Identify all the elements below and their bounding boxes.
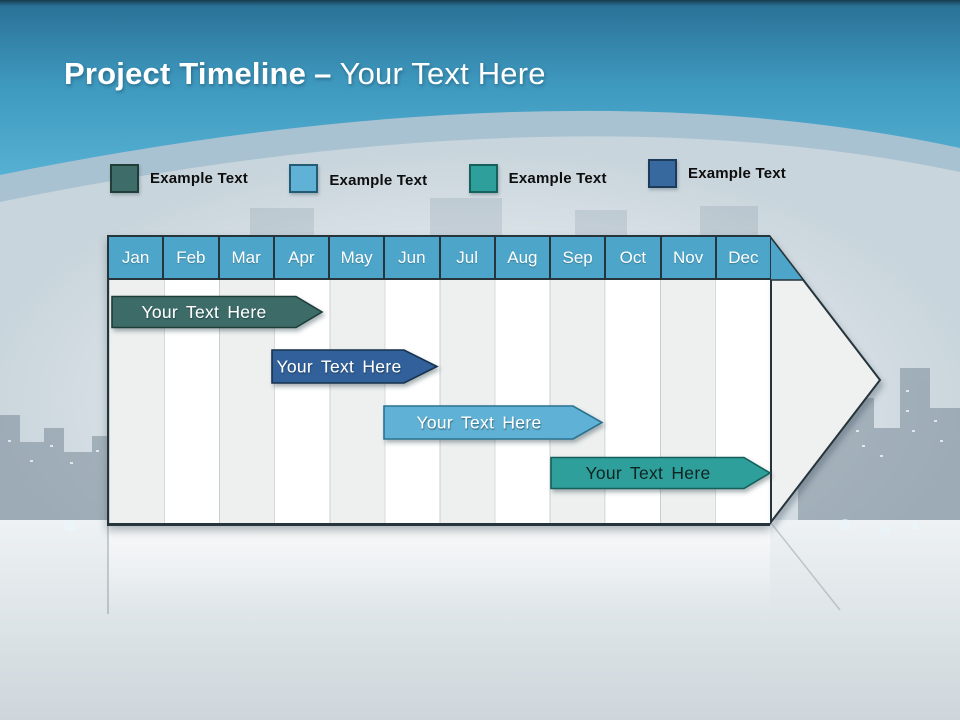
task-bar-3: Your Text Here [383,405,604,440]
task-bar-3-label: Your Text Here [417,413,542,433]
legend-label: Example Text [150,170,248,187]
legend-swatch-light-blue [289,164,319,193]
month-cell-apr: Apr [275,237,330,278]
month-cell-aug: Aug [496,237,551,278]
legend-label: Example Text [508,170,607,187]
month-cell-sep: Sep [551,237,607,278]
legend-swatch-dark-teal [110,164,139,193]
month-cell-jun: Jun [385,237,441,278]
legend-item-2: Example Text [289,164,427,193]
legend-item-4: Example Text [647,159,786,188]
month-cell-nov: Nov [662,237,717,278]
task-bar-2: Your Text Here [271,349,439,384]
month-cell-mar: Mar [220,237,275,278]
month-cell-dec: Dec [728,247,759,267]
title-placeholder: Your Text Here [339,56,546,91]
month-cell-oct: Oct [606,237,662,278]
header-curve-blue [0,0,960,175]
month-cell-feb: Feb [164,237,220,278]
task-bar-3-shape [383,405,604,440]
month-header-row: Jan Feb Mar Apr May Jun Jul Aug Sep Oct … [109,237,770,280]
month-cell-jan: Jan [109,237,165,278]
task-bar-4: Your Text Here [550,456,772,490]
arrow-tip-body [770,235,882,525]
task-bar-4-shape [550,456,772,490]
month-cell-jul: Jul [441,237,496,278]
legend-label: Example Text [329,172,428,189]
legend-item-1: Example Text [110,164,248,193]
building-lights [8,390,943,470]
legend-item-3: Example Text [468,164,607,193]
task-bar-1-shape [111,295,324,329]
task-bar-2-shape [271,349,439,384]
title-separator: – [314,56,332,91]
slide-title: Project Timeline–Your Text Here [64,56,546,92]
title-main: Project Timeline [64,56,307,91]
task-bar-2-label: Your Text Here [277,357,402,377]
legend-swatch-dark-blue [647,159,677,188]
task-bars: Your Text Here Your Text Here Your Text … [111,295,772,490]
arrow-tip-header-wedge [771,239,803,280]
legend: Example Text Example Text Example Text E… [110,159,786,193]
task-bar-1: Your Text Here [111,295,324,329]
reflection-arrow-edge [770,522,841,611]
timeline-arrow-tip [770,235,882,525]
legend-label: Example Text [687,165,786,182]
task-bar-1-label: Your Text Here [142,302,267,322]
city-skyline-far [250,198,758,237]
month-cell-may: May [330,237,386,278]
table-reflection [108,523,770,608]
legend-swatch-teal [468,164,498,193]
task-bar-4-label: Your Text Here [586,463,711,483]
